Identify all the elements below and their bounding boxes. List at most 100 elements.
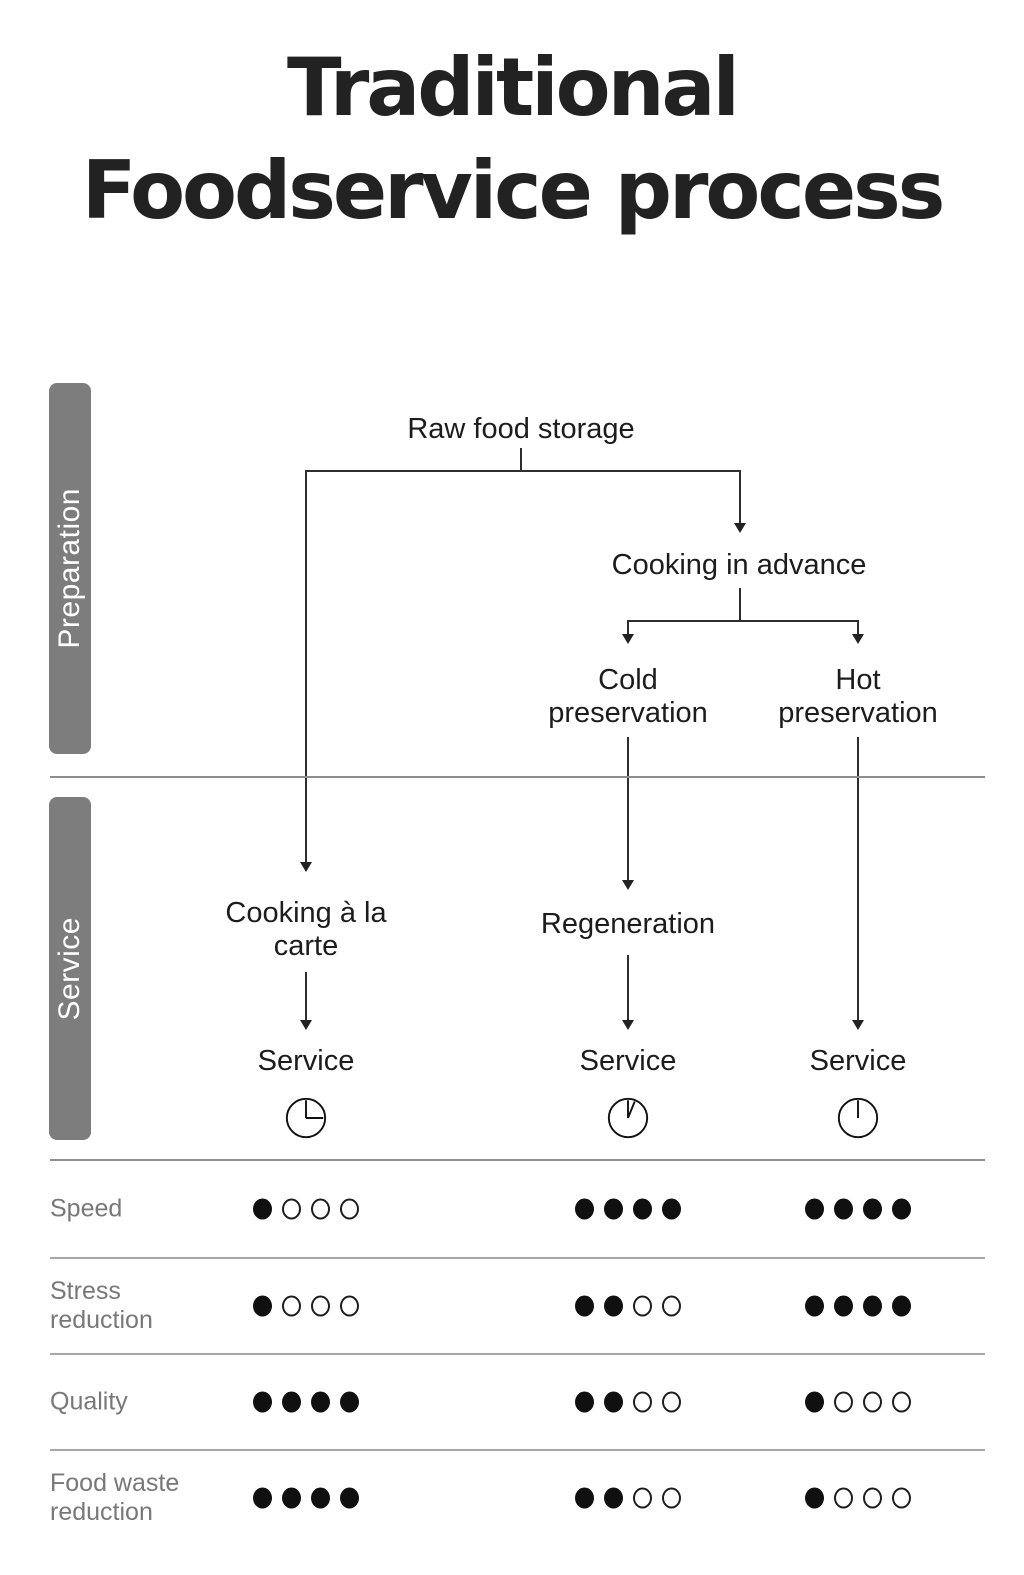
rating-dot-filled	[340, 1487, 359, 1509]
rating-dots-waste-col2	[575, 1487, 681, 1509]
page-title: Traditional Foodservice process	[0, 36, 1024, 242]
rating-dot-filled	[805, 1391, 824, 1413]
arrowhead-hot-to-service	[852, 1020, 864, 1030]
rating-dot-empty	[633, 1487, 652, 1509]
rating-dot-filled	[863, 1295, 882, 1317]
clock-small-slice-icon	[607, 1097, 649, 1139]
rating-dot-filled	[575, 1295, 594, 1317]
table-top-divider	[50, 1159, 985, 1161]
connector-advance-split	[628, 620, 859, 622]
rating-dot-filled	[863, 1198, 882, 1220]
rating-dot-filled	[311, 1487, 330, 1509]
arrowhead-to-cooking-in-advance	[734, 523, 746, 533]
table-row-divider-3	[50, 1449, 985, 1451]
preparation-section-bar: Preparation	[49, 383, 91, 754]
clock-zero-icon	[837, 1097, 879, 1139]
arrowhead-to-cold-preservation	[622, 634, 634, 644]
rating-dot-empty	[662, 1391, 681, 1413]
rating-dot-empty	[311, 1198, 330, 1220]
rating-dot-empty	[892, 1487, 911, 1509]
rating-dots-waste-col3	[805, 1487, 911, 1509]
rating-dot-filled	[892, 1198, 911, 1220]
rating-dot-filled	[805, 1198, 824, 1220]
connector-regeneration-to-service	[627, 955, 629, 1020]
rating-dot-filled	[253, 1198, 272, 1220]
rating-dots-speed-col2	[575, 1198, 681, 1220]
page-title-line1: Traditional	[287, 41, 740, 134]
arrowhead-to-cooking-a-la-carte	[300, 862, 312, 872]
connector-to-hot-preservation	[857, 620, 859, 634]
rating-dot-empty	[662, 1295, 681, 1317]
rating-dot-empty	[340, 1295, 359, 1317]
rating-dot-empty	[892, 1391, 911, 1413]
rating-dot-filled	[282, 1391, 301, 1413]
rating-dots-quality-col1	[253, 1391, 359, 1413]
rating-dot-filled	[311, 1391, 330, 1413]
rating-dot-empty	[282, 1295, 301, 1317]
node-service-col1: Service	[257, 1045, 355, 1077]
connector-carte-to-service	[305, 972, 307, 1020]
rating-dot-filled	[604, 1391, 623, 1413]
rating-dot-empty	[834, 1487, 853, 1509]
connector-to-cooking-in-advance	[739, 470, 741, 523]
rating-dot-empty	[282, 1198, 301, 1220]
table-row-divider-1	[50, 1257, 985, 1259]
rating-dot-filled	[662, 1198, 681, 1220]
node-hot-preservation: Hot preservation	[778, 664, 938, 729]
rating-dots-stress-col2	[575, 1295, 681, 1317]
rating-dot-filled	[604, 1198, 623, 1220]
arrowhead-to-regeneration	[622, 880, 634, 890]
row-label-stress-reduction: Stress reduction	[50, 1277, 153, 1334]
connector-raw-stub	[520, 448, 522, 471]
rating-dot-filled	[340, 1391, 359, 1413]
rating-dot-filled	[282, 1487, 301, 1509]
rating-dot-filled	[575, 1198, 594, 1220]
rating-dot-filled	[805, 1295, 824, 1317]
arrowhead-carte-to-service	[300, 1020, 312, 1030]
rating-dot-empty	[633, 1391, 652, 1413]
rating-dots-speed-col3	[805, 1198, 911, 1220]
rating-dot-empty	[311, 1295, 330, 1317]
table-row: Quality	[50, 1355, 985, 1449]
rating-dots-speed-col1	[253, 1198, 359, 1220]
node-cold-preservation: Cold preservation	[548, 664, 708, 729]
table-row: Food waste reduction	[50, 1451, 985, 1545]
node-service-col2: Service	[579, 1045, 677, 1077]
clock-quarter-icon	[285, 1097, 327, 1139]
rating-dots-waste-col1	[253, 1487, 359, 1509]
connector-advance-stub	[739, 588, 741, 620]
section-divider	[50, 776, 985, 778]
arrowhead-to-hot-preservation	[852, 634, 864, 644]
service-section-label: Service	[53, 916, 86, 1021]
connector-hot-to-service	[857, 737, 859, 1020]
rating-dot-empty	[834, 1391, 853, 1413]
page-title-line2: Foodservice process	[81, 144, 946, 237]
connector-raw-split	[306, 470, 740, 472]
node-raw-food-storage: Raw food storage	[407, 413, 635, 445]
node-cooking-in-advance: Cooking in advance	[611, 549, 867, 581]
row-label-food-waste-reduction: Food waste reduction	[50, 1469, 180, 1526]
rating-dot-filled	[633, 1198, 652, 1220]
rating-dot-filled	[834, 1198, 853, 1220]
arrowhead-regeneration-to-service	[622, 1020, 634, 1030]
rating-dots-stress-col3	[805, 1295, 911, 1317]
preparation-section-label: Preparation	[53, 488, 86, 649]
rating-dot-filled	[604, 1295, 623, 1317]
rating-dot-empty	[863, 1487, 882, 1509]
rating-dot-filled	[805, 1487, 824, 1509]
node-service-col3: Service	[809, 1045, 907, 1077]
table-row: Stress reduction	[50, 1259, 985, 1353]
rating-dot-empty	[662, 1487, 681, 1509]
service-section-bar: Service	[49, 797, 91, 1140]
row-label-quality: Quality	[50, 1387, 128, 1416]
rating-dot-filled	[892, 1295, 911, 1317]
rating-dot-empty	[863, 1391, 882, 1413]
table-row: Speed	[50, 1161, 985, 1257]
node-cooking-a-la-carte: Cooking à la carte	[225, 897, 387, 962]
rating-dot-empty	[633, 1295, 652, 1317]
table-row-divider-2	[50, 1353, 985, 1355]
row-label-speed: Speed	[50, 1194, 123, 1223]
rating-dot-filled	[253, 1487, 272, 1509]
connector-to-cold-preservation	[627, 620, 629, 634]
